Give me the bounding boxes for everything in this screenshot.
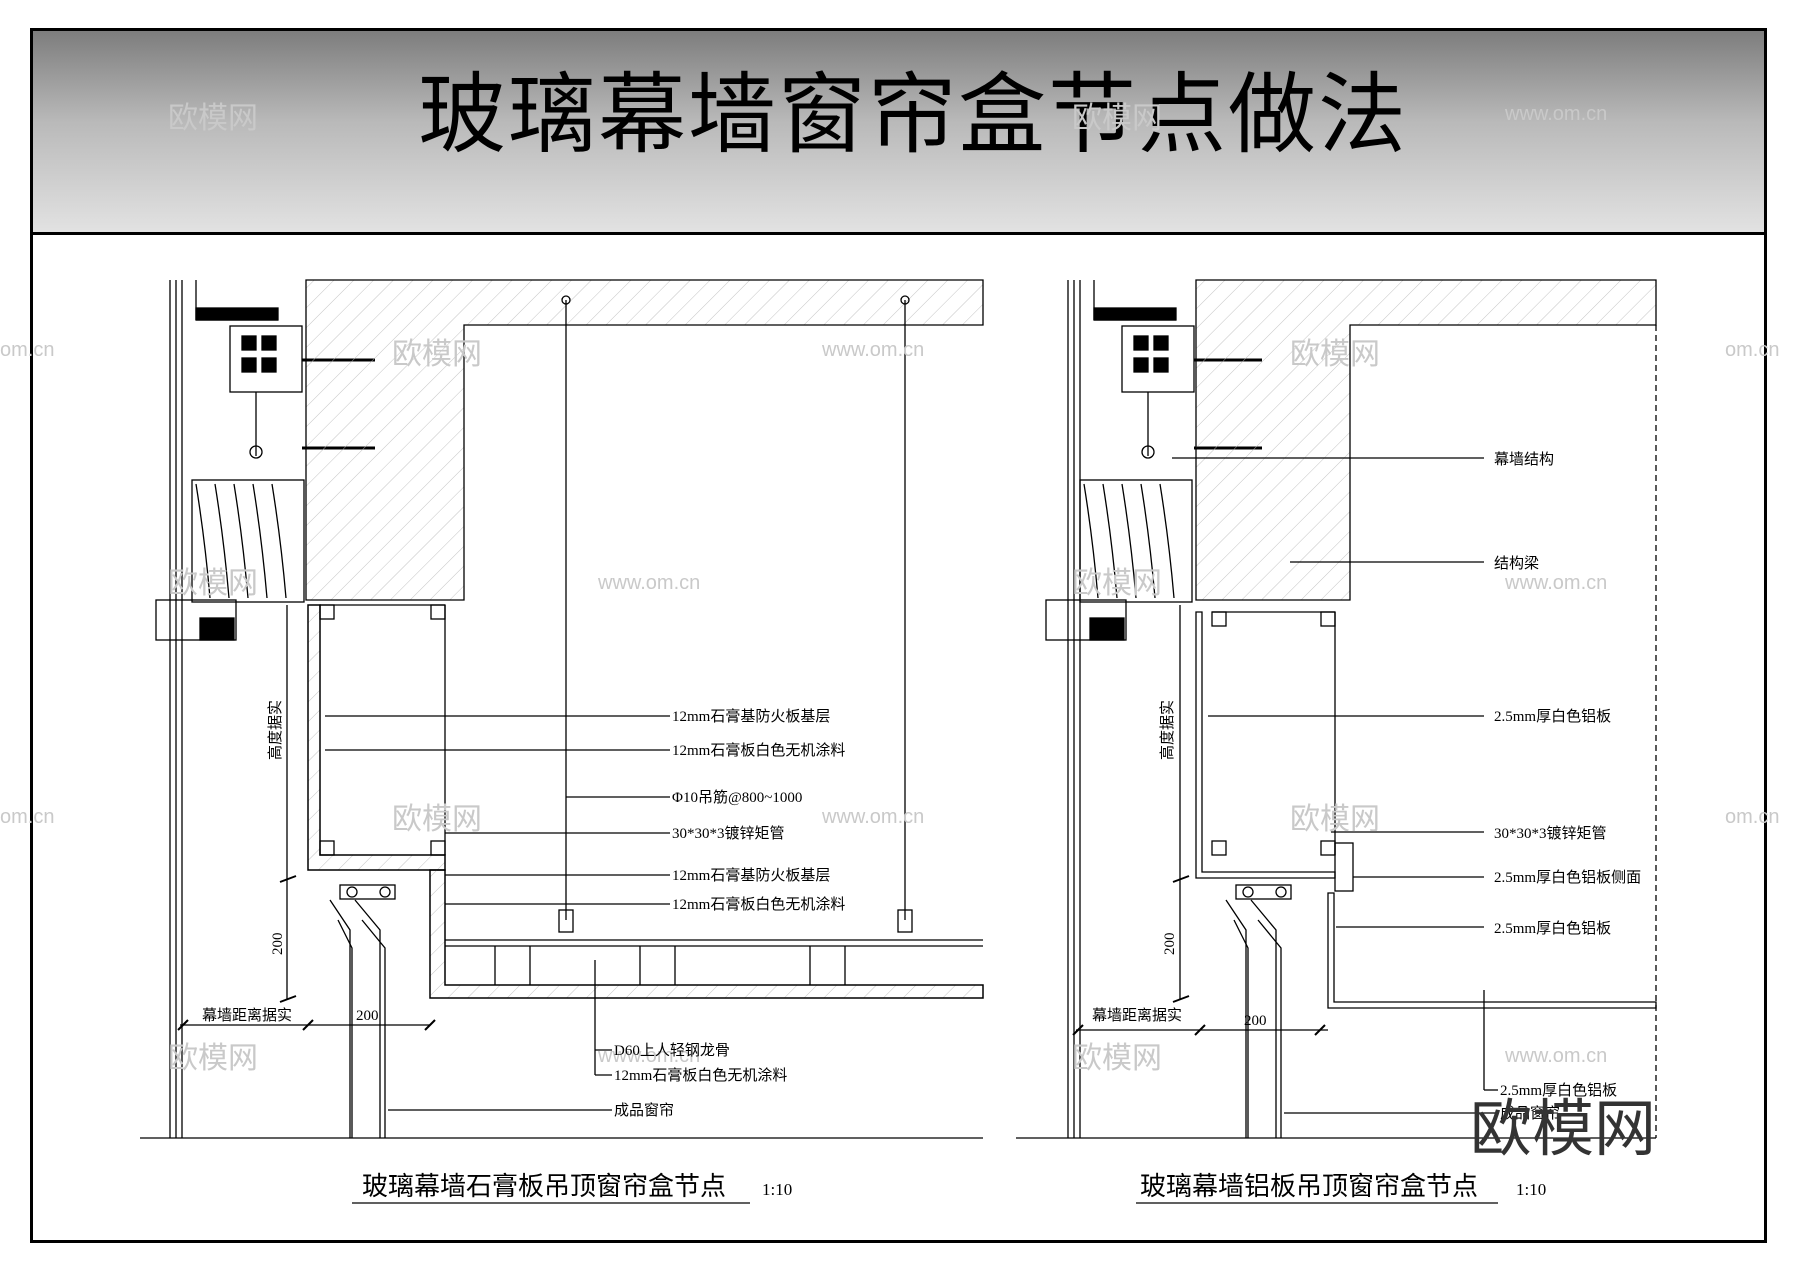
label-gypsum-coating: 12mm石膏板白色无机涂料 (672, 741, 845, 759)
label-curtain-wall-structure: 幕墙结构 (1494, 451, 1554, 468)
watermark-brand: 欧模网 (168, 567, 258, 600)
watermark-layer: 欧模网 欧模网 www.om.cn om.cn 欧模网 www.om.cn 欧模… (0, 102, 1779, 1075)
watermark-brand: 欧模网 (1290, 803, 1380, 836)
label-steel-tube: 30*30*3镀锌矩管 (672, 825, 785, 842)
dim-height: 高度据实 (1159, 700, 1176, 760)
watermark-brand: 欧模网 (1072, 1042, 1162, 1075)
watermark-url-partial: om.cn (0, 339, 54, 361)
dim-200-horizontal: 200 (1244, 1013, 1267, 1029)
label-curtain: 成品窗帘 (614, 1101, 674, 1119)
right-caption: 玻璃幕墙铝板吊顶窗帘盒节点 (1140, 1172, 1478, 1201)
watermark-url: www.om.cn (597, 1045, 700, 1067)
watermark-url: www.om.cn (1504, 103, 1607, 125)
label-gypsum-coating-3: 12mm石膏板白色无机涂料 (614, 1066, 787, 1084)
dim-200-vertical: 200 (1162, 933, 1178, 956)
watermark-brand: 欧模网 (1072, 567, 1162, 600)
label-light-steel-keel: D60上人轻钢龙骨 (614, 1042, 730, 1059)
watermark-url-partial: om.cn (0, 806, 54, 828)
title-bar: 玻璃幕墙窗帘盒节点做法 (33, 31, 1764, 235)
label-aluminium-panel-2: 2.5mm厚白色铝板 (1494, 919, 1611, 937)
label-hanger-rod: Φ10吊筋@800~1000 (672, 789, 802, 806)
label-aluminium-panel: 2.5mm厚白色铝板 (1494, 707, 1611, 725)
watermark-url: www.om.cn (821, 806, 924, 828)
dim-wall-distance: 幕墙距离据实 (202, 1007, 292, 1024)
label-curtain: 成品窗帘 (1500, 1104, 1560, 1122)
watermark-brand: 欧模网 (392, 803, 482, 836)
watermark-url-partial: om.cn (1725, 339, 1779, 361)
page-title: 玻璃幕墙窗帘盒节点做法 (418, 63, 1409, 166)
watermark-brand: 欧模网 (168, 102, 258, 135)
brand-logo-watermark: 欧模网 (1470, 1092, 1656, 1165)
left-detail-labels: 12mm石膏基防火板基层 12mm石膏板白色无机涂料 Φ10吊筋@800~100… (202, 700, 845, 1201)
watermark-url-partial: om.cn (1725, 806, 1779, 828)
watermark-url: www.om.cn (1504, 572, 1607, 594)
right-detail-drawing (1016, 279, 1657, 1204)
label-steel-tube: 30*30*3镀锌矩管 (1494, 825, 1607, 842)
left-scale: 1:10 (762, 1180, 792, 1199)
dim-200-horizontal: 200 (356, 1008, 379, 1024)
watermark-brand: 欧模网 (1072, 102, 1162, 135)
label-fireboard-base-2: 12mm石膏基防火板基层 (672, 866, 830, 884)
left-caption: 玻璃幕墙石膏板吊顶窗帘盒节点 (362, 1172, 726, 1201)
right-detail-labels: 幕墙结构 结构梁 2.5mm厚白色铝板 30*30*3镀锌矩管 2.5mm厚白色… (1092, 451, 1641, 1201)
label-fireboard-base: 12mm石膏基防火板基层 (672, 707, 830, 725)
watermark-url: www.om.cn (821, 339, 924, 361)
label-aluminium-panel-3: 2.5mm厚白色铝板 (1500, 1081, 1617, 1099)
label-gypsum-coating-2: 12mm石膏板白色无机涂料 (672, 895, 845, 913)
right-scale: 1:10 (1516, 1180, 1546, 1199)
label-aluminium-side: 2.5mm厚白色铝板侧面 (1494, 868, 1641, 886)
watermark-url: www.om.cn (597, 572, 700, 594)
watermark-url: www.om.cn (1504, 1045, 1607, 1067)
dim-200-vertical: 200 (270, 933, 286, 956)
left-detail-drawing (140, 279, 984, 1204)
watermark-brand: 欧模网 (392, 338, 482, 371)
label-structural-beam: 结构梁 (1494, 555, 1539, 572)
watermark-brand: 欧模网 (168, 1042, 258, 1075)
watermark-brand: 欧模网 (1290, 338, 1380, 371)
dim-wall-distance: 幕墙距离据实 (1092, 1007, 1182, 1024)
dim-height: 高度据实 (267, 700, 284, 760)
